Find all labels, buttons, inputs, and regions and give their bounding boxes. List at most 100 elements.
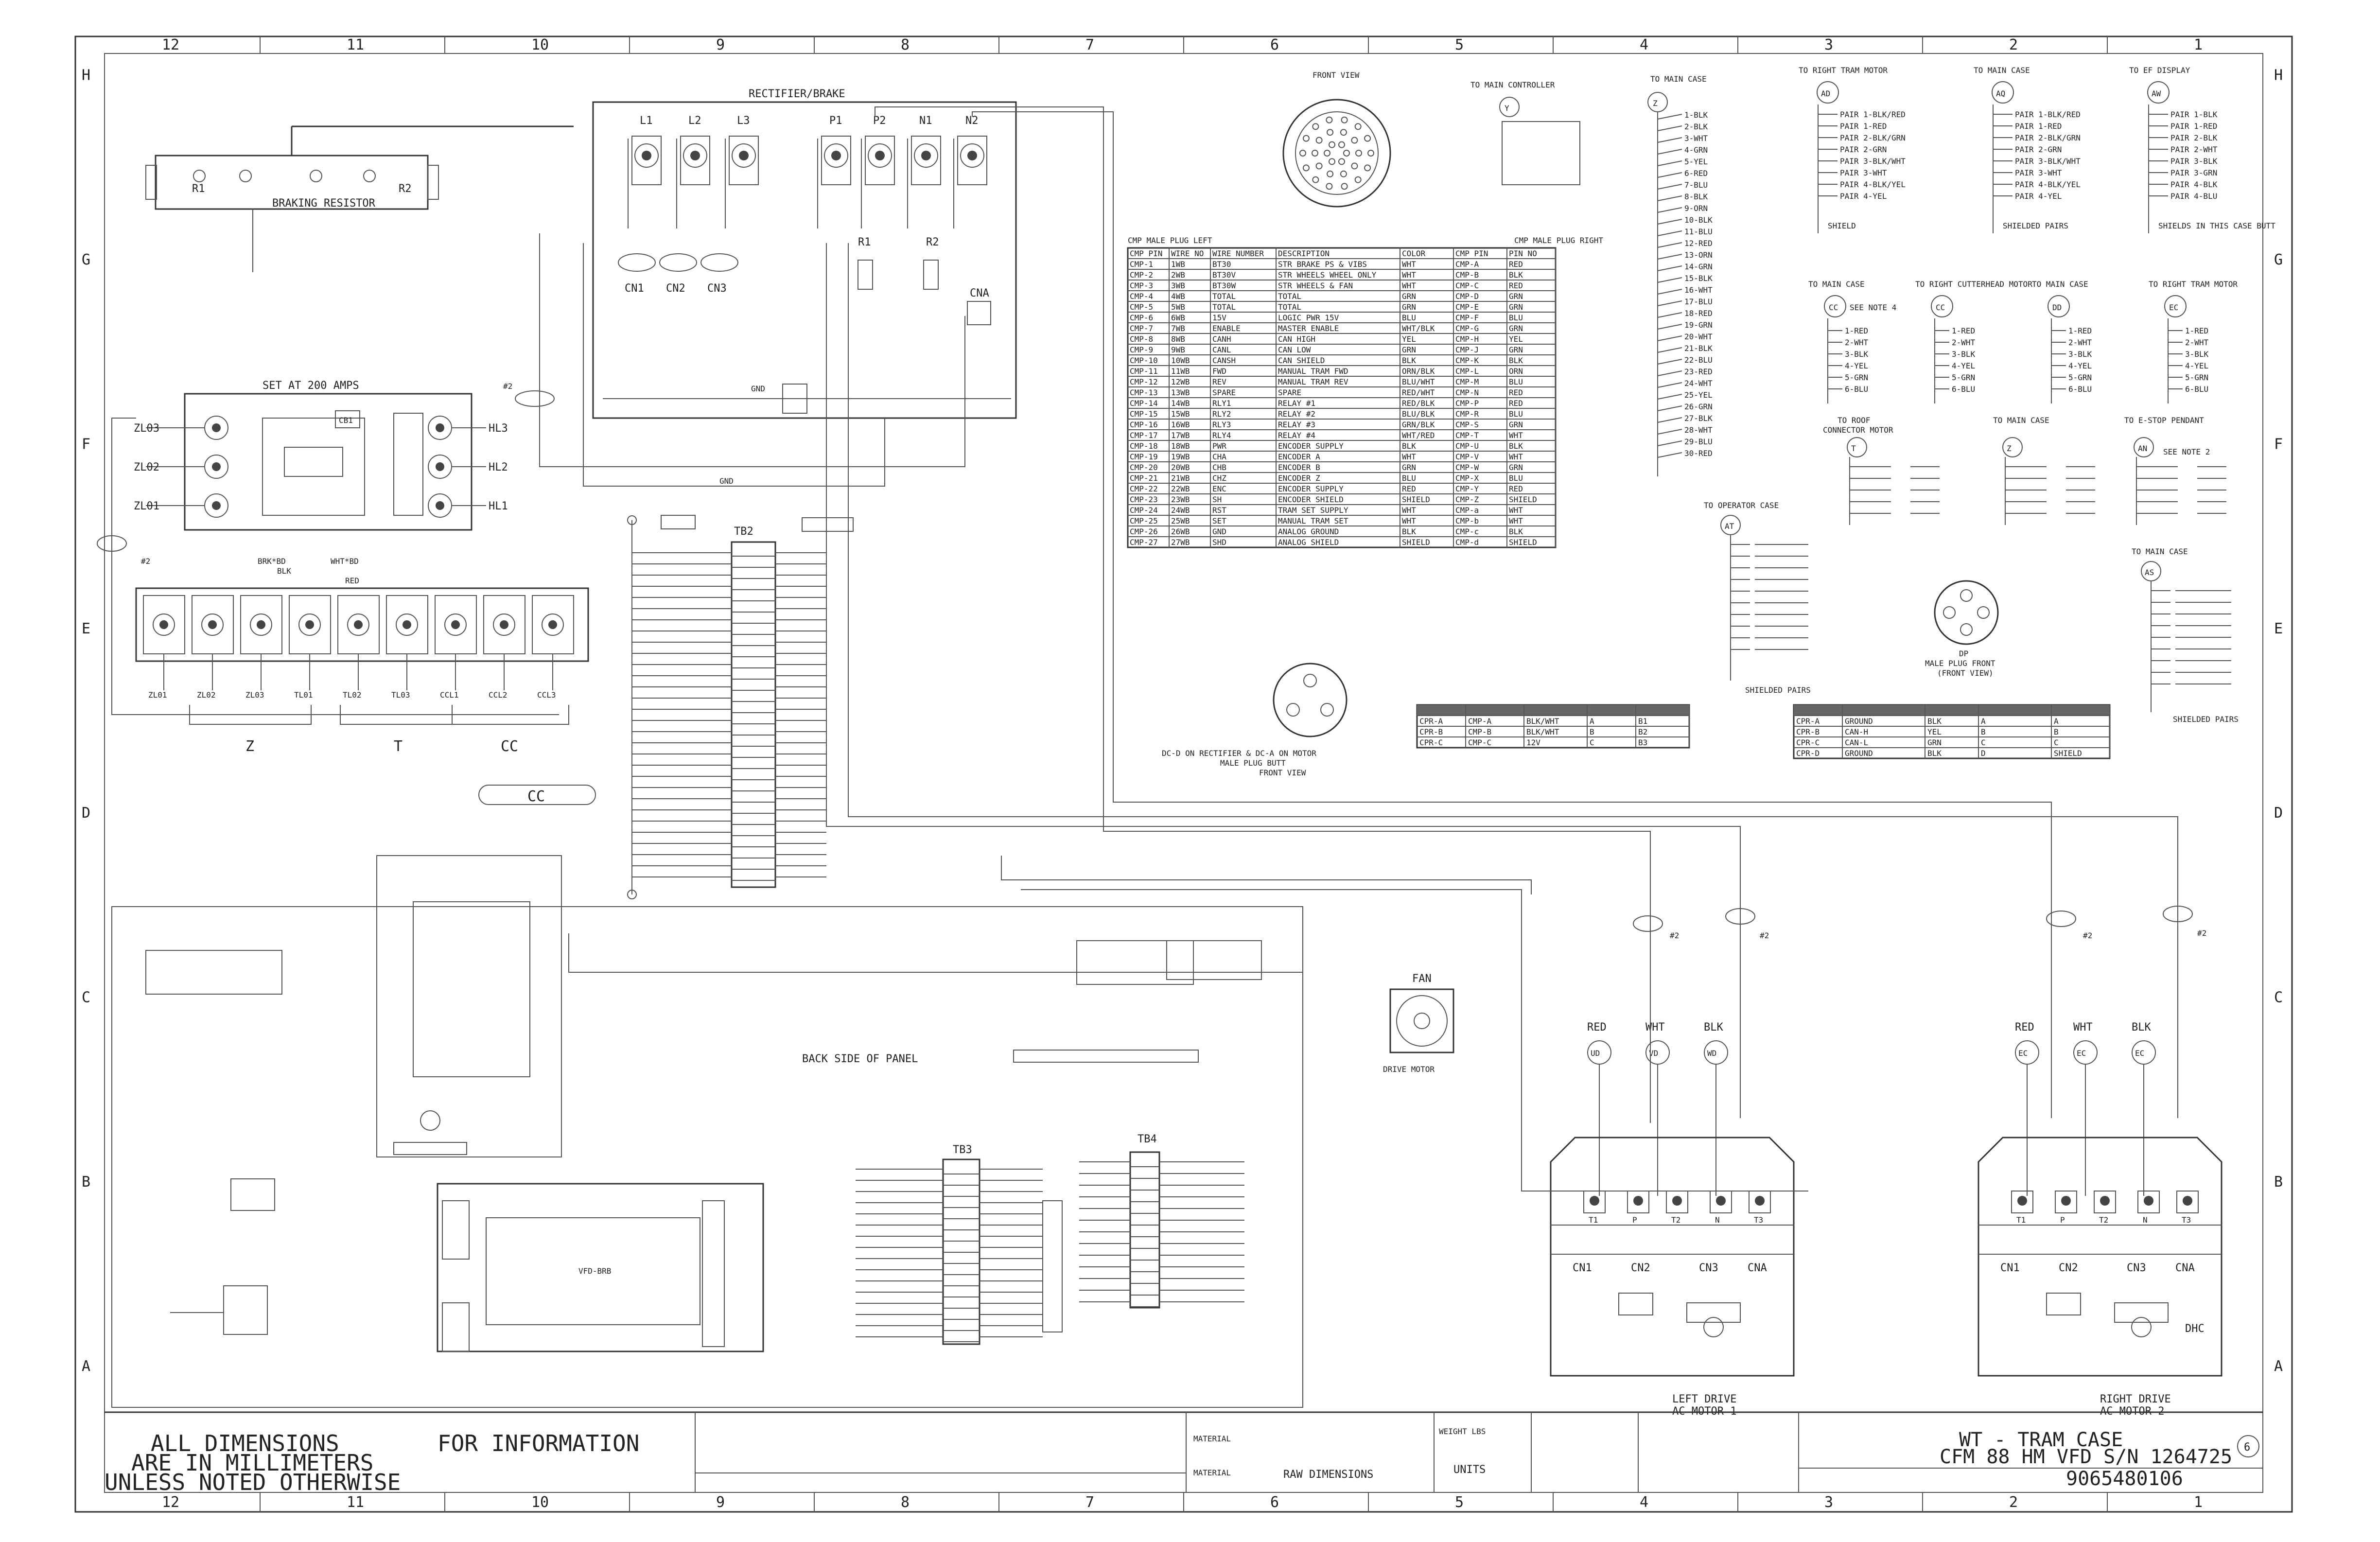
main-case-branch [1657, 289, 1682, 295]
main-case-title: TO MAIN CASE [1650, 74, 1707, 84]
motor-block-item: 2-WHT [2068, 338, 2092, 347]
plug-table-cell: 12WB [1171, 377, 1190, 386]
wire-tag-1: #2 [503, 382, 512, 391]
drive-terminal [2055, 1191, 2077, 1213]
front-pin [1364, 135, 1371, 142]
drive-brake-rect [1686, 1302, 1741, 1323]
small-table-cell: BLK [1927, 749, 1942, 758]
rect-terminal-dot [642, 151, 651, 160]
pair-block-item: PAIR 4-BLK/YEL [1840, 180, 1906, 189]
plug-table-cell: WHT [1509, 506, 1523, 515]
main-case-item: 2-BLK [1684, 122, 1708, 131]
tb-cell-dot [500, 620, 508, 629]
plug-table-cell: 4WB [1171, 292, 1185, 301]
drive-terminal-label: T1 [1589, 1215, 1598, 1225]
plug-table-cell: CMP-T [1455, 431, 1479, 440]
plug-table-cell: STR WHEELS WHEEL ONLY [1278, 270, 1377, 280]
capacitor-group: CN1 CN2 CN3 [618, 253, 738, 295]
plug-table-cell: PWR [1212, 441, 1226, 451]
raw-dimensions: RAW DIMENSIONS [1283, 1469, 1373, 1481]
plug-table-cell: BT30W [1212, 281, 1236, 290]
drive-phase-circle [2015, 1040, 2039, 1065]
relay-r2: R2 [926, 236, 939, 248]
main-case-branch [1657, 429, 1682, 435]
motor-block-id: DD [2052, 303, 2062, 312]
wiring-runs: #2 #2 #2 #2 #2 #2 [97, 106, 2206, 1192]
motor-block-item: 4-YEL [1845, 361, 1868, 370]
drive-terminal-dot [2100, 1196, 2110, 1206]
row2-note: SEE NOTE 2 [2163, 447, 2210, 456]
plug-table-cell: STR WHEELS & FAN [1278, 281, 1353, 290]
plug-table-cell: RELAY #3 [1278, 420, 1315, 429]
motor-block-id-circle [1931, 295, 1953, 317]
circuit-breaker: SET AT 200 AMPS CB1 ZL03ZL02ZL01HL3HL2HL… [134, 380, 508, 531]
front-pin [1312, 123, 1319, 130]
plug-table-cell: 23WB [1171, 495, 1190, 504]
small-table-cell: CPR-A [1796, 717, 1820, 726]
plug-table-cell: RED [1509, 399, 1523, 408]
main-case-branch [1657, 195, 1682, 201]
drive-phase-circle [1704, 1040, 1728, 1065]
front-pin [1338, 158, 1345, 165]
sheet-title-2: CFM 88 HM VFD S/N 1264725 [1940, 1446, 2232, 1468]
breaker-right-term [428, 455, 452, 479]
operator-case-title: TO OPERATOR CASE [1704, 501, 1779, 510]
plug-table-header: WIRE NUMBER [1212, 249, 1264, 258]
plug-table-cell: BLU/WHT [1402, 377, 1435, 386]
column-label: 5 [1455, 1494, 1464, 1511]
row-label: B [82, 1174, 90, 1191]
column-label: 9 [716, 36, 725, 53]
plug-table-cell: CMP-19 [1130, 452, 1158, 461]
tb4-label: TB4 [1138, 1133, 1157, 1145]
main-case-item: 15-BLK [1684, 274, 1713, 283]
back-panel-area: BACK SIDE OF PANEL [111, 855, 1303, 1408]
breaker-left-label: ZL01 [134, 500, 159, 512]
plug-table-cell: GRN [1509, 302, 1523, 312]
front-pin [1341, 116, 1348, 123]
column-label: 2 [2009, 36, 2018, 53]
drive-cn-label: CN3 [1699, 1262, 1718, 1274]
plug-table-cell: CMP-22 [1130, 484, 1158, 493]
rectifier-title: RECTIFIER/BRAKE [749, 88, 845, 100]
row-label: D [82, 805, 90, 822]
motor-block-item: 1-RED [2185, 326, 2208, 335]
plug-table-cell: CMP-5 [1130, 302, 1153, 312]
drive-terminal-label: T2 [1671, 1215, 1680, 1225]
row-label: A [2274, 1358, 2283, 1375]
tb4-group: TB4 [1079, 1133, 1244, 1309]
motor-block-id-circle [2164, 295, 2187, 317]
plug-table-cell: CMP-6 [1130, 313, 1153, 322]
row2-title: TO ROOF [1838, 416, 1870, 425]
plug-table-cell: 19WB [1171, 452, 1190, 461]
front-pin [1315, 162, 1323, 170]
drive-terminal-label: T1 [2016, 1215, 2026, 1225]
cn3-label: CN3 [707, 282, 727, 295]
plug-table-cell: GRN [1509, 345, 1523, 354]
drive-terminal-label: N [2143, 1215, 2148, 1225]
plug-table-cell: SHD [1212, 538, 1226, 547]
tb3-group: TB3 [856, 1144, 1063, 1345]
pc-board-section: VFD-BRB [170, 1178, 764, 1352]
drive-phase-id: EC [2018, 1049, 2028, 1058]
small-table-cell: C [1981, 738, 1986, 747]
motor-block-title: TO MAIN CASE [2032, 280, 2088, 289]
front-pin [1340, 129, 1347, 136]
plug-table-cell: RED/WHT [1402, 388, 1435, 397]
rect-terminal-screw [868, 143, 892, 168]
dc-plug-foot: FRONT VIEW [1259, 768, 1306, 777]
dp-plug-label: DP [1959, 649, 1968, 658]
row-label: H [82, 67, 90, 84]
rect-terminal-dot [831, 151, 841, 160]
pair-block-item: PAIR 1-RED [2015, 122, 2062, 131]
plug-table-cell: ENCODER SUPPLY [1278, 484, 1344, 493]
motor-block-item: 3-BLK [2068, 350, 2092, 359]
sheet-title-1: WT - TRAM CASE [1959, 1429, 2123, 1451]
column-label: 6 [1270, 1494, 1279, 1511]
tb-cell-dot [402, 620, 411, 629]
pair-block-item: PAIR 1-RED [1840, 122, 1887, 131]
breaker-right-term [428, 493, 452, 518]
main-case-branch [1657, 347, 1682, 353]
front-pin [1312, 176, 1319, 183]
drive-phase-circle [1587, 1040, 1611, 1065]
